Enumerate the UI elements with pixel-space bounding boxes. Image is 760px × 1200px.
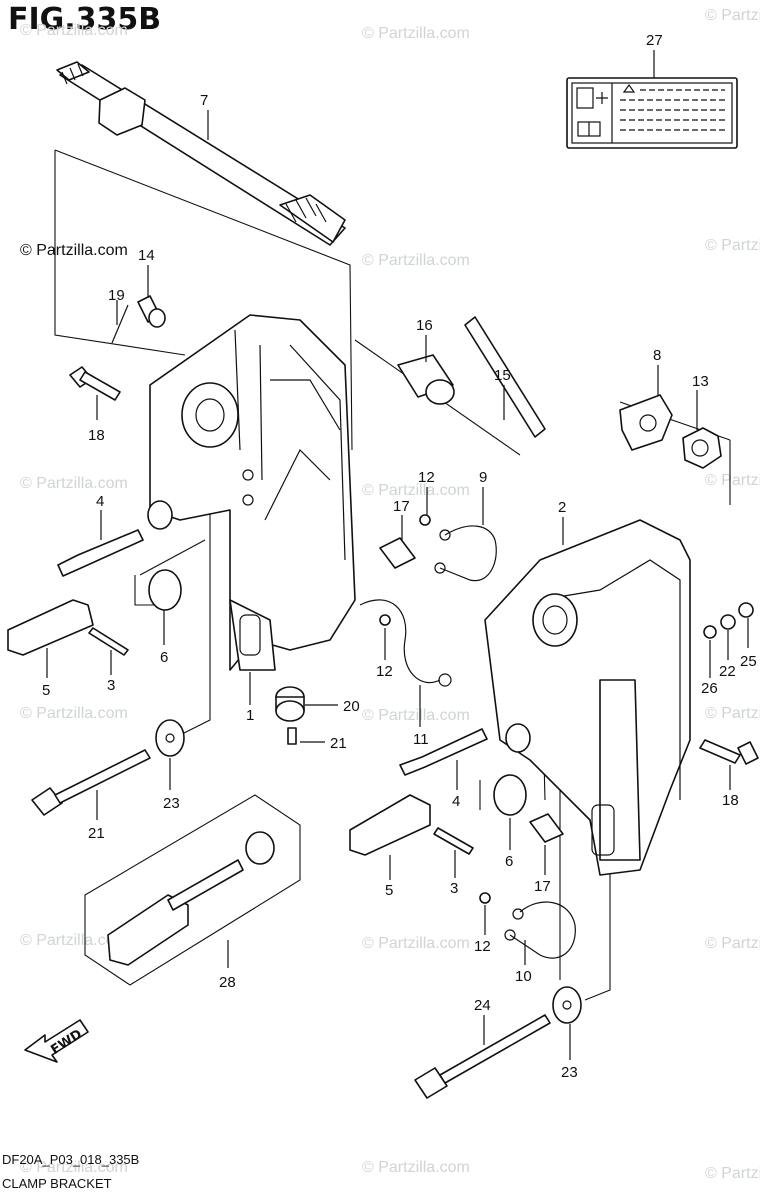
callout-4-left[interactable]: 4	[96, 493, 104, 510]
callout-17-right[interactable]: 17	[534, 878, 551, 895]
callout-21-small[interactable]: 21	[330, 735, 347, 752]
watermark: © Partzilla.com	[362, 25, 470, 42]
callout-23-right[interactable]: 23	[561, 1064, 578, 1081]
callout-9[interactable]: 9	[479, 469, 487, 486]
callout-3-right[interactable]: 3	[450, 880, 458, 897]
callout-15[interactable]: 15	[494, 367, 511, 384]
callout-7[interactable]: 7	[200, 92, 208, 109]
watermark: © Partzilla.com	[20, 705, 128, 722]
clamp-shaft-drawing	[56, 61, 346, 246]
watermark: © Partzilla.com	[705, 705, 760, 722]
callout-5-left[interactable]: 5	[42, 682, 50, 699]
watermark-dark: © Partzilla.com	[20, 242, 128, 259]
leader-lines	[46, 265, 749, 1060]
callout-5-right[interactable]: 5	[385, 882, 393, 899]
warning-label-drawing	[566, 50, 738, 149]
watermark: © Partzilla.com	[20, 1159, 128, 1176]
watermark: © Partzilla.com	[362, 482, 470, 499]
watermark: © Partzilla.com	[705, 472, 760, 489]
watermark: © Partzilla.com	[705, 935, 760, 952]
callout-18-right[interactable]: 18	[722, 792, 739, 809]
figure-title: FIG.335B	[8, 2, 162, 37]
clamp-bracket-right-drawing	[484, 519, 691, 876]
callout-26[interactable]: 26	[701, 680, 718, 697]
watermark: © Partzilla.com	[362, 935, 470, 952]
callout-4-right[interactable]: 4	[452, 793, 460, 810]
watermark: © Partzilla.com	[20, 475, 128, 492]
watermark: © Partzilla.com	[362, 1159, 470, 1176]
diagram-code: DF20A_P03_018_335B	[2, 1152, 140, 1167]
callout-11[interactable]: 11	[413, 731, 429, 748]
callout-12-middle[interactable]: 12	[376, 663, 393, 680]
callout-22[interactable]: 22	[719, 663, 736, 680]
callout-6-right[interactable]: 6	[505, 853, 513, 870]
callout-1[interactable]: 1	[246, 707, 254, 724]
watermark: © Partzilla.com	[705, 237, 760, 254]
callouts: 27 7 14 19 16 15 8 13 18 12 9 17 2 4 6 5…	[42, 32, 757, 1081]
watermark: © Partzilla.com	[705, 7, 760, 24]
watermark: © Partzilla.com	[362, 707, 470, 724]
callout-27[interactable]: 27	[646, 32, 663, 49]
small-parts-drawing	[7, 295, 759, 1099]
callout-12-top[interactable]: 12	[418, 469, 435, 486]
callout-24[interactable]: 24	[474, 997, 491, 1014]
watermark: © Partzilla.com	[362, 252, 470, 269]
callout-23-left[interactable]: 23	[163, 795, 180, 812]
callout-13[interactable]: 13	[692, 373, 709, 390]
section-title: CLAMP BRACKET	[2, 1176, 112, 1191]
callout-16[interactable]: 16	[416, 317, 433, 334]
watermark: © Partzilla.com	[20, 932, 128, 949]
callout-6-left[interactable]: 6	[160, 649, 168, 666]
callout-3-left[interactable]: 3	[107, 677, 115, 694]
watermark: © Partzilla.com	[20, 22, 128, 39]
callout-25[interactable]: 25	[740, 653, 757, 670]
callout-21-bolt[interactable]: 21	[88, 825, 105, 842]
callout-10[interactable]: 10	[515, 968, 532, 985]
callout-19[interactable]: 19	[108, 287, 125, 304]
callout-20[interactable]: 20	[343, 698, 360, 715]
watermarks: © Partzilla.com © Partzilla.com © Partzi…	[20, 7, 760, 1182]
callout-18-left[interactable]: 18	[88, 427, 105, 444]
callout-12-lower[interactable]: 12	[474, 938, 491, 955]
callout-17-left[interactable]: 17	[393, 498, 410, 515]
callout-2[interactable]: 2	[558, 499, 566, 516]
callout-14[interactable]: 14	[138, 247, 155, 264]
watermark: © Partzilla.com	[705, 1165, 760, 1182]
callout-28[interactable]: 28	[219, 974, 236, 991]
callout-8[interactable]: 8	[653, 347, 661, 364]
clamp-bracket-left-drawing	[147, 314, 356, 671]
